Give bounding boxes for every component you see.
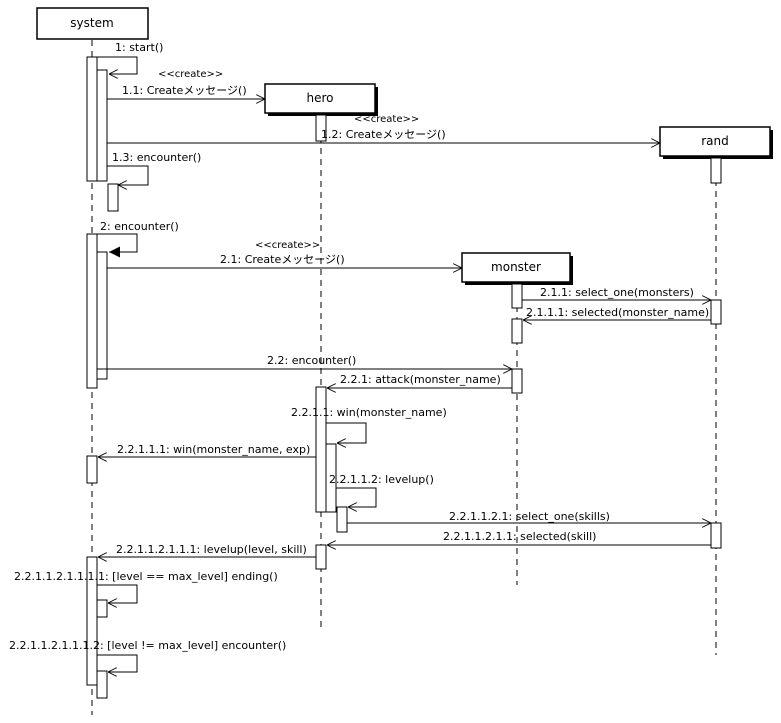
msg-2-label: 2: encounter() — [100, 220, 179, 233]
monster-participant: monster — [461, 252, 573, 285]
msg-2-2-1-1-2-label: 2.2.1.1.2: levelup() — [329, 473, 434, 486]
msg-2-2-1-1-2-arrow — [336, 487, 377, 507]
system-activation-1 — [86, 56, 98, 182]
system-activation-4a — [96, 599, 108, 618]
msg-2-1-label: 2.1: Createメッセージ() — [220, 253, 345, 266]
msg-1-3-label: 1.3: encounter() — [112, 151, 201, 164]
msg-1-start-arrow — [97, 56, 138, 74]
msg-select-skills-label: 2.2.1.1.2.1: select_one(skills) — [449, 510, 610, 523]
hero-participant: hero — [264, 83, 378, 116]
msg-2-2-label: 2.2: encounter() — [267, 354, 356, 367]
monster-participant-label: monster — [491, 260, 541, 274]
msg-2-2-1-1-arrow — [326, 422, 367, 443]
system-activation-3 — [86, 455, 98, 484]
monster-activation-2 — [511, 318, 523, 344]
rand-activation-3 — [710, 522, 722, 549]
system-activation-1b — [107, 183, 119, 212]
msg-ending-arrow — [97, 584, 138, 603]
rand-activation-1 — [710, 157, 722, 184]
msg-selected-skill-label: 2.2.1.1.2.1.1: selected(skill) — [443, 530, 596, 543]
create-rand-stereotype: <<create>> — [354, 114, 419, 125]
msg-ending-label: 2.2.1.1.2.1.1.1.1: [level == max_level] … — [14, 570, 278, 583]
msg-2-2-1-1-label: 2.2.1.1: win(monster_name) — [291, 406, 447, 419]
rand-activation-2 — [710, 299, 722, 325]
msg-encounter-loop-label: 2.2.1.1.2.1.1.1.2: [level != max_level] … — [9, 639, 286, 652]
hero-activation-3 — [315, 544, 327, 570]
msg-2-arrow — [97, 233, 138, 258]
hero-activation-1 — [315, 114, 327, 142]
system-activation-4b — [96, 670, 108, 699]
system-activation-4 — [86, 556, 98, 686]
system-activation-2 — [86, 233, 98, 389]
msg-2-1-1-label: 2.1.1: select_one(monsters) — [540, 286, 694, 299]
monster-activation-3 — [511, 368, 523, 394]
msg-1-start-label: 1: start() — [115, 41, 163, 54]
msg-1-3-arrow — [107, 165, 149, 185]
system-participant-label: system — [70, 16, 113, 30]
msg-levelup-label: 2.2.1.1.2.1.1.1: levelup(level, skill) — [116, 543, 307, 556]
msg-1-2-label: 1.2: Createメッセージ() — [321, 128, 446, 141]
msg-1-1-label: 1.1: Createメッセージ() — [122, 84, 247, 97]
hero-participant-label: hero — [307, 91, 334, 105]
system-activation-1a — [96, 69, 108, 182]
rand-participant-label: rand — [701, 134, 729, 148]
hero-activation-2b — [336, 506, 348, 533]
msg-encounter-loop-arrow — [97, 654, 138, 672]
create-monster-stereotype: <<create>> — [255, 240, 320, 251]
system-participant: system — [36, 7, 149, 40]
msg-2-2-1-label: 2.2.1: attack(monster_name) — [340, 373, 501, 386]
system-activation-2a — [96, 251, 108, 380]
create-hero-stereotype: <<create>> — [158, 69, 223, 80]
monster-activation-1 — [511, 283, 523, 309]
msg-2-2-1-1-1-label: 2.2.1.1.1: win(monster_name, exp) — [117, 443, 310, 456]
msg-2-1-1-1-label: 2.1.1.1: selected(monster_name) — [526, 306, 709, 319]
rand-participant: rand — [659, 126, 773, 159]
hero-activation-2a — [325, 443, 337, 513]
